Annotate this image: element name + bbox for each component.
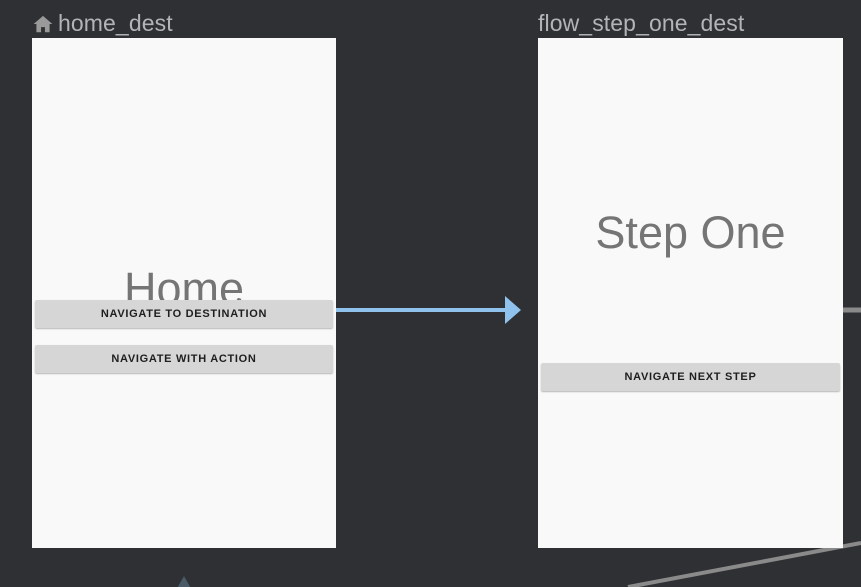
destination-node-flow-step-one-dest[interactable]: flow_step_one_dest Step One NAVIGATE NEX…: [538, 8, 843, 548]
action-arrow-home-to-step-one[interactable]: [336, 296, 521, 324]
action-arrow-head: [505, 296, 521, 324]
node-label-text: home_dest: [58, 9, 173, 36]
home-icon: [32, 13, 54, 35]
connector-diagonal-bottom: [627, 541, 861, 587]
node-label-home-dest: home_dest: [32, 8, 336, 38]
navigate-next-step-button[interactable]: NAVIGATE NEXT STEP: [541, 363, 840, 391]
node-label-text: flow_step_one_dest: [538, 9, 745, 36]
screen-title-step-one: Step One: [595, 207, 786, 258]
destination-node-home-dest[interactable]: home_dest Home NAVIGATE TO DESTINATION N…: [32, 8, 336, 548]
node-frame-home-dest[interactable]: Home NAVIGATE TO DESTINATION NAVIGATE WI…: [32, 38, 336, 548]
node-label-flow-step-one-dest: flow_step_one_dest: [538, 8, 843, 38]
navigate-to-destination-button[interactable]: NAVIGATE TO DESTINATION: [35, 300, 333, 328]
connector-arrow-home-bottom: [177, 576, 191, 587]
navigate-with-action-button[interactable]: NAVIGATE WITH ACTION: [35, 345, 333, 373]
node-frame-flow-step-one-dest[interactable]: Step One NAVIGATE NEXT STEP: [538, 38, 843, 548]
